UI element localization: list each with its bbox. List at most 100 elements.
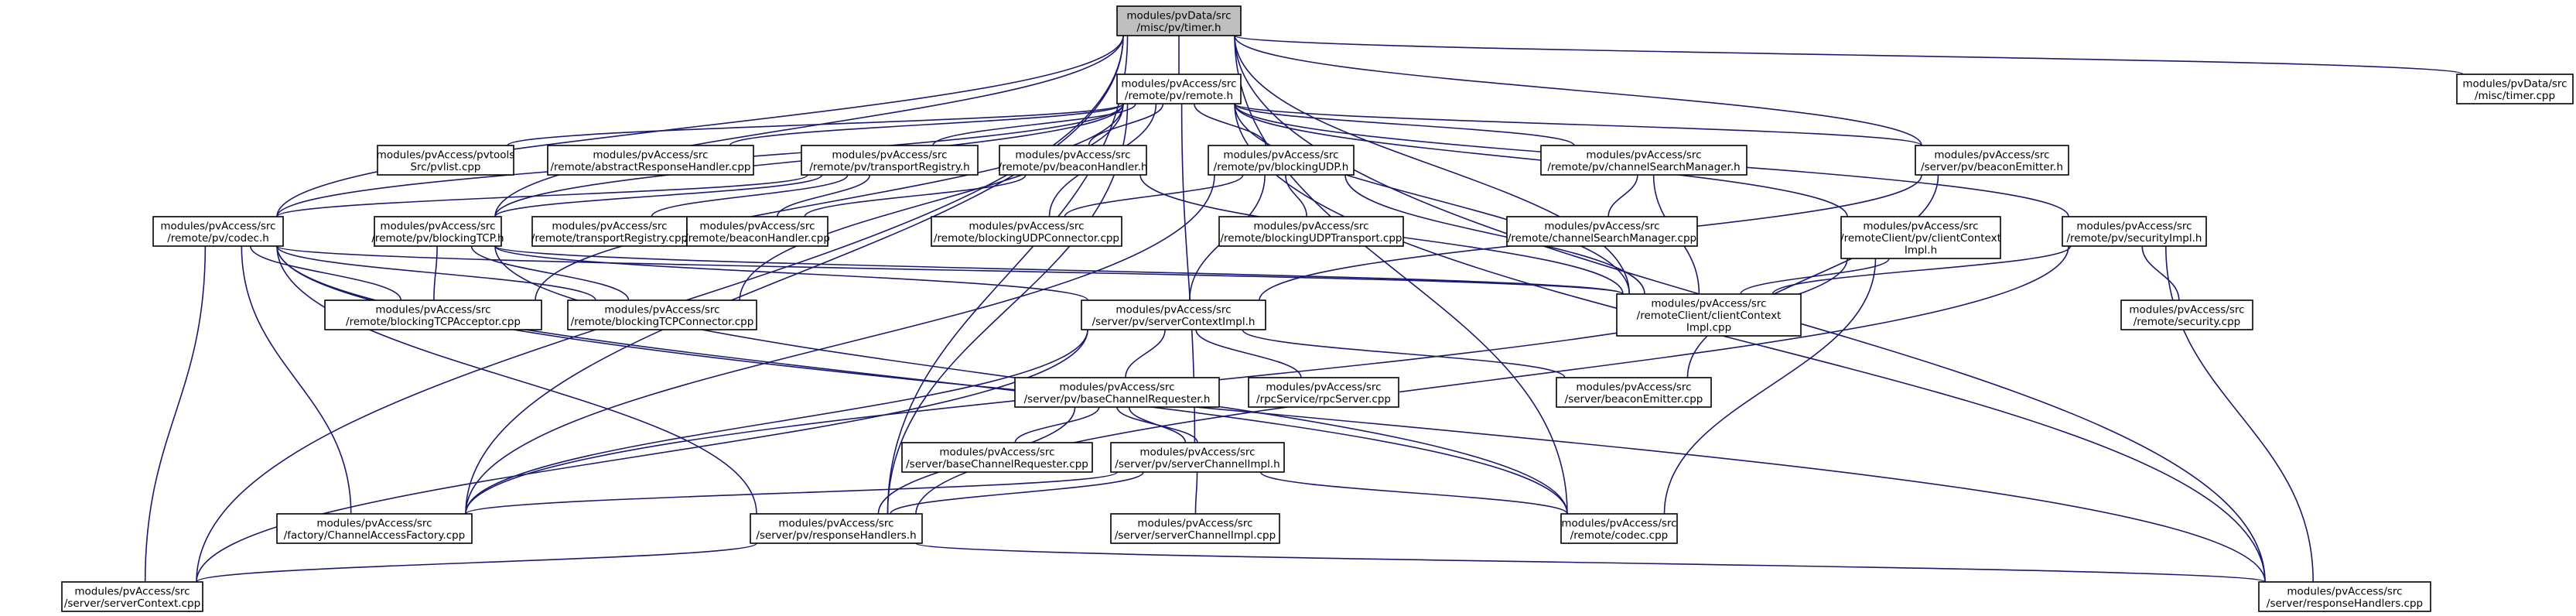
node-blockingTCPConn[interactable]: modules/pvAccess/src/remote/blockingTCPC… xyxy=(567,299,757,330)
node-box xyxy=(377,145,514,176)
node-blockingUDP_h[interactable]: modules/pvAccess/src/remote/pv/blockingU… xyxy=(1208,145,1355,176)
node-label-line: /remote/codec.cpp xyxy=(1570,529,1669,542)
node-chanSearchMgr_cpp[interactable]: modules/pvAccess/src/remote/channelSearc… xyxy=(1506,216,1698,247)
node-label-line: modules/pvAccess/src xyxy=(1059,381,1174,393)
node-box xyxy=(1081,299,1266,330)
node-rpcServer[interactable]: modules/pvAccess/src/rpcService/rpcServe… xyxy=(1248,377,1399,408)
node-label-line: modules/pvAccess/src xyxy=(1139,446,1255,458)
node-box xyxy=(1208,145,1355,176)
node-label-line: Impl.h xyxy=(1905,245,1937,257)
node-blockingTCP_h[interactable]: modules/pvAccess/src/remote/pv/blockingT… xyxy=(371,216,504,247)
node-serverCtxImpl_h[interactable]: modules/pvAccess/src/server/pv/serverCon… xyxy=(1081,299,1266,330)
node-label-line: /remote/pv/remote.h xyxy=(1125,90,1233,102)
node-abstractResp[interactable]: modules/pvAccess/src/remote/abstractResp… xyxy=(547,145,754,176)
node-label-line: /remote/blockingTCPAcceptor.cpp xyxy=(346,316,521,328)
node-label-line: modules/pvAccess/src xyxy=(1863,221,1978,233)
node-box xyxy=(152,216,284,247)
node-label-line: /server/responseHandlers.cpp xyxy=(2267,597,2423,610)
node-box xyxy=(1840,216,2001,259)
node-box xyxy=(324,299,542,330)
node-chanSearchMgr_h[interactable]: modules/pvAccess/src/remote/pv/channelSe… xyxy=(1540,145,1748,176)
node-blockingUDPTrans[interactable]: modules/pvAccess/src/remote/blockingUDPT… xyxy=(1218,216,1404,247)
edge-remote_h-to-pvlist xyxy=(507,104,1123,146)
node-blockingUDPConn[interactable]: modules/pvAccess/src/remote/blockingUDPC… xyxy=(931,216,1122,247)
node-clientCtxImpl_h[interactable]: modules/pvAccess/src/remoteClient/pv/cli… xyxy=(1840,216,2001,259)
edge-securityImpl_h-to-security_cpp xyxy=(2142,246,2180,301)
node-box xyxy=(1248,377,1399,408)
node-beaconHandler_h[interactable]: modules/pvAccess/src/remote/pv/beaconHan… xyxy=(999,145,1148,176)
edge-blockingTCP_h-to-clientCtxImpl_cpp xyxy=(495,246,1624,295)
node-label-line: modules/pvAccess/src xyxy=(1934,149,2049,161)
node-label-line: /server/serverChannelImpl.cpp xyxy=(1115,529,1276,542)
node-transportReg_cpp[interactable]: modules/pvAccess/src/remote/transportReg… xyxy=(531,216,688,247)
node-box xyxy=(1116,5,1242,36)
node-box xyxy=(1915,145,2069,176)
node-label-line: modules/pvAccess/src xyxy=(316,517,432,529)
node-chanAccessFactory[interactable]: modules/pvAccess/src/factory/ChannelAcce… xyxy=(276,513,473,544)
edge-beaconHandler_h-to-beaconHandler_cpp xyxy=(804,175,1026,217)
node-responseHandlers_h[interactable]: modules/pvAccess/src/server/pv/responseH… xyxy=(750,513,923,544)
node-beaconHandler_cpp[interactable]: modules/pvAccess/src/remote/beaconHandle… xyxy=(685,216,830,247)
node-baseChanReq_cpp[interactable]: modules/pvAccess/src/server/baseChannelR… xyxy=(901,442,1093,473)
node-label-line: /remoteClient/pv/clientContext xyxy=(1840,232,2001,245)
edge-serverChanImpl_h-to-chanAccessFactory xyxy=(465,472,1117,515)
node-transportReg_h[interactable]: modules/pvAccess/src/remote/pv/transport… xyxy=(801,145,979,176)
node-label-line: modules/pvAccess/src xyxy=(552,220,667,232)
node-label-line: /remote/blockingUDPConnector.cpp xyxy=(934,232,1119,245)
edge-securityImpl_h-to-clientCtxImpl_cpp xyxy=(1771,246,2071,295)
node-label-line: modules/pvAccess/src xyxy=(380,220,495,232)
node-serverContext_cpp[interactable]: modules/pvAccess/src/server/serverContex… xyxy=(61,581,203,612)
edge-serverCtxImpl_h-to-rpcServer xyxy=(1196,330,1302,378)
edge-codec_h-to-clientCtxImpl_cpp xyxy=(277,246,1624,295)
node-label-line: modules/pvAccess/src xyxy=(1576,381,1691,393)
edge-remote_h-to-chanSearchMgr_h xyxy=(1235,104,1575,146)
node-box xyxy=(750,513,923,544)
node-label-line: /remote/pv/beaconHandler.h xyxy=(999,161,1148,173)
node-timer_cpp[interactable]: modules/pvData/src/misc/timer.cpp xyxy=(2456,74,2574,104)
node-label-line: /remote/pv/blockingTCP.h xyxy=(371,232,504,245)
node-label-line: modules/pvAccess/src xyxy=(1561,517,1676,529)
node-box xyxy=(1110,442,1285,473)
edge-blockingUDP_h-to-blockingUDPConn xyxy=(1064,175,1242,217)
edge-transportReg_h-to-blockingTCP_h xyxy=(494,175,822,217)
node-label-line: /server/pv/responseHandlers.h xyxy=(756,529,916,542)
node-securityImpl_h[interactable]: modules/pvAccess/src/remote/pv/securityI… xyxy=(2062,216,2207,247)
node-label-line: modules/pvAccess/src xyxy=(1115,303,1231,316)
node-label-line: modules/pvAccess/src xyxy=(1651,298,1766,310)
node-responseHandlers_cpp[interactable]: modules/pvAccess/src/server/responseHand… xyxy=(2258,581,2431,612)
node-label-line: /misc/timer.cpp xyxy=(2475,90,2555,102)
edge-blockingUDP_h-to-clientCtxImpl_cpp xyxy=(1345,175,1645,295)
node-baseChanReq_h[interactable]: modules/pvAccess/src/server/pv/baseChann… xyxy=(1014,377,1220,408)
node-serverChanImpl_h[interactable]: modules/pvAccess/src/server/pv/serverCha… xyxy=(1110,442,1285,473)
node-remote_h[interactable]: modules/pvAccess/src/remote/pv/remote.h xyxy=(1116,74,1242,104)
node-timer_h[interactable]: modules/pvData/src/misc/pv/timer.h xyxy=(1116,5,1242,36)
edge-transportReg_h-to-beaconHandler_cpp xyxy=(776,175,870,217)
node-label-line: Impl.cpp xyxy=(1686,322,1731,334)
node-box xyxy=(276,513,473,544)
edge-codec_h-to-chanAccessFactory xyxy=(241,246,352,515)
node-blockingTCPAcc[interactable]: modules/pvAccess/src/remote/blockingTCPA… xyxy=(324,299,542,330)
edge-timer_h-to-beaconEmitter_h xyxy=(1235,36,1922,146)
node-box xyxy=(61,581,203,612)
node-label-line: modules/pvData/src xyxy=(2462,77,2567,90)
node-security_cpp[interactable]: modules/pvAccess/src/remote/security.cpp xyxy=(2120,299,2253,330)
node-beaconEmitter_h[interactable]: modules/pvAccess/src/server/pv/beaconEmi… xyxy=(1915,145,2069,176)
edge-remote_h-to-blockingTCPAcc xyxy=(535,104,1123,301)
node-label-line: modules/pvData/src xyxy=(1126,9,1231,22)
node-codec_h[interactable]: modules/pvAccess/src/remote/pv/codec.h xyxy=(152,216,284,247)
edge-remote_h-to-beaconEmitter_h xyxy=(1235,104,1922,146)
node-clientCtxImpl_cpp[interactable]: modules/pvAccess/src/remoteClient/client… xyxy=(1616,293,1802,337)
node-serverChanImpl_cpp[interactable]: modules/pvAccess/src/server/serverChanne… xyxy=(1110,513,1280,544)
node-label-line: /remote/blockingTCPConnector.cpp xyxy=(571,316,754,328)
node-beaconEmitter_cpp[interactable]: modules/pvAccess/src/server/beaconEmitte… xyxy=(1556,377,1712,408)
node-box xyxy=(1116,74,1242,104)
node-label-line: modules/pvAccess/src xyxy=(1121,77,1236,90)
edge-serverCtxImpl_h-to-baseChanReq_h xyxy=(1125,330,1165,378)
node-box xyxy=(1014,377,1220,408)
node-label-line: /remote/channelSearchManager.cpp xyxy=(1508,232,1696,245)
node-label-line: /remote/pv/blockingUDP.h xyxy=(1214,161,1349,173)
node-label-line: modules/pvAccess/src xyxy=(832,149,947,161)
node-codec_cpp[interactable]: modules/pvAccess/src/remote/codec.cpp xyxy=(1560,513,1678,544)
